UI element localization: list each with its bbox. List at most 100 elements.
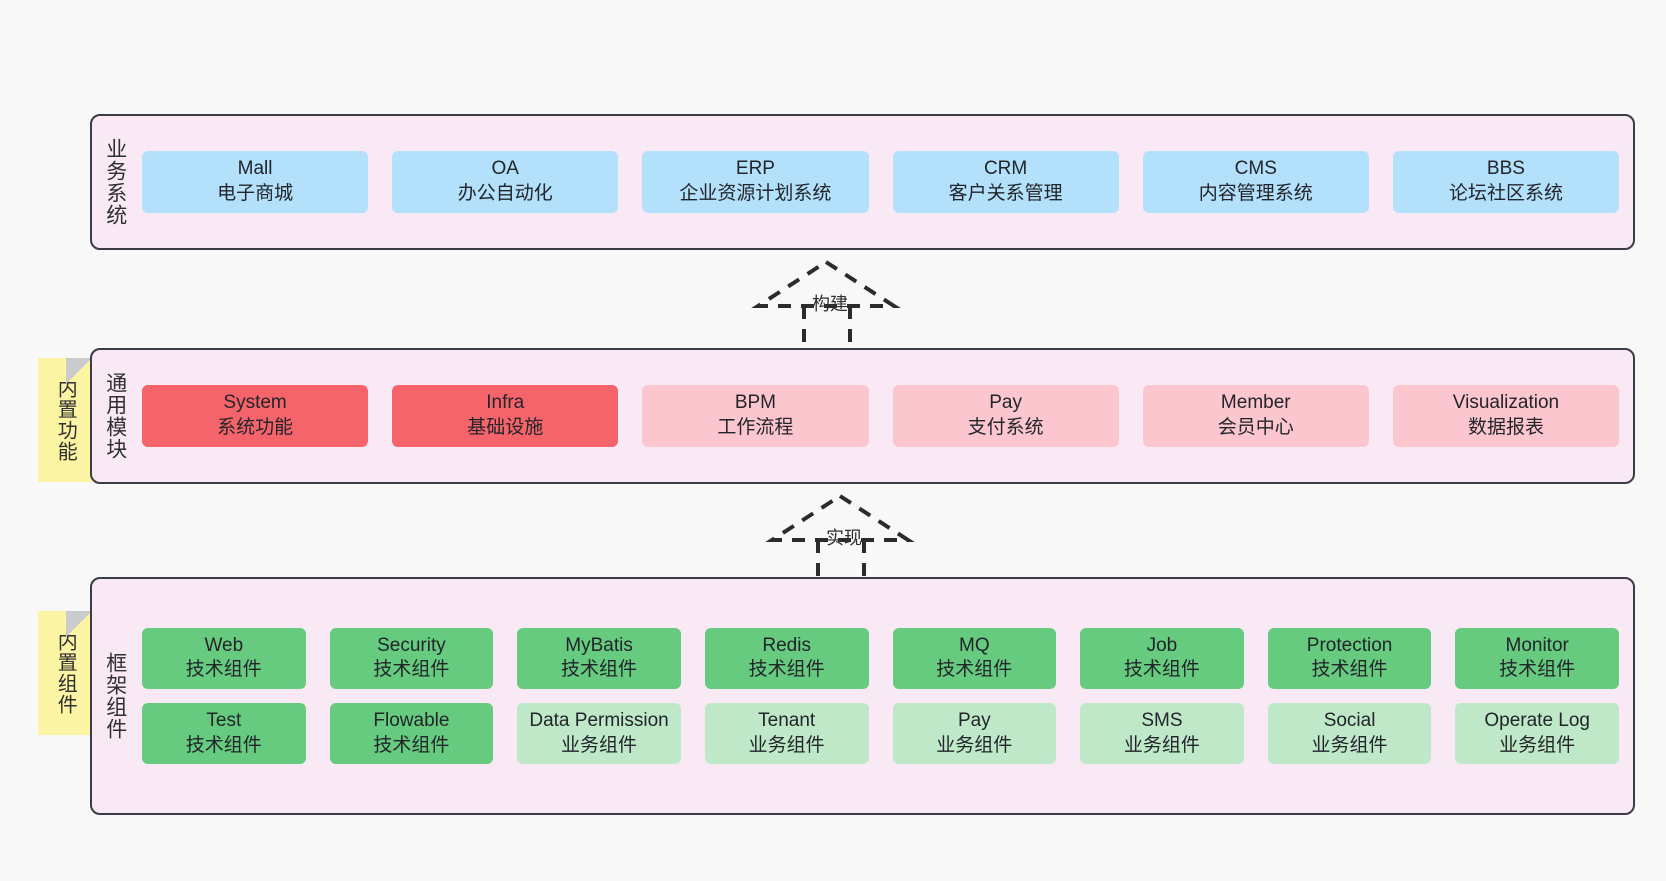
layer-body-modules: System 系统功能 Infra 基础设施 BPM 工作流程 Pay 支付系统…: [138, 350, 1633, 482]
connector-implement: 实现: [765, 492, 920, 582]
card-subtitle: 技术组件: [185, 734, 262, 756]
connector-build: 构建: [751, 258, 906, 348]
card-mall[interactable]: Mall 电子商城: [142, 151, 369, 213]
card-subtitle: 技术组件: [373, 734, 450, 756]
card-pay-module[interactable]: Pay 支付系统: [892, 385, 1119, 447]
card-subtitle: 支付系统: [967, 417, 1044, 438]
card-subtitle: 客户关系管理: [948, 183, 1063, 204]
card-subtitle: 业务组件: [1499, 734, 1576, 756]
card-infra[interactable]: Infra 基础设施: [392, 385, 619, 447]
card-subtitle: 电子商城: [217, 183, 294, 204]
arrow-shaft: [802, 306, 852, 348]
card-title: Tenant: [758, 710, 816, 731]
card-pay-component[interactable]: Pay 业务组件: [892, 703, 1057, 765]
card-crm[interactable]: CRM 客户关系管理: [892, 151, 1119, 213]
card-title: BBS: [1486, 158, 1525, 180]
note-label: 内置功能: [54, 378, 77, 462]
card-cms[interactable]: CMS 内容管理系统: [1142, 151, 1369, 213]
card-oa[interactable]: OA 办公自动化: [392, 151, 619, 213]
card-subtitle: 技术组件: [561, 659, 638, 681]
modules-row: System 系统功能 Infra 基础设施 BPM 工作流程 Pay 支付系统…: [142, 385, 1620, 447]
card-title: System: [223, 392, 287, 414]
card-subtitle: 业务组件: [1123, 734, 1200, 756]
framework-row-tech: Web 技术组件 Security 技术组件 MyBatis 技术组件 Redi…: [142, 627, 1619, 689]
card-member[interactable]: Member 会员中心: [1142, 385, 1369, 447]
card-mybatis[interactable]: MyBatis 技术组件: [517, 627, 681, 689]
layer-framework[interactable]: 框架组件 Web 技术组件 Security 技术组件 MyBatis 技术组件…: [90, 577, 1635, 815]
card-protection[interactable]: Protection 技术组件: [1267, 627, 1432, 689]
card-title: Web: [204, 634, 244, 656]
card-subtitle: 系统功能: [217, 417, 294, 438]
card-subtitle: 企业资源计划系统: [679, 183, 832, 204]
card-flowable[interactable]: Flowable 技术组件: [329, 703, 494, 765]
card-bbs[interactable]: BBS 论坛社区系统: [1392, 151, 1620, 213]
card-subtitle: 技术组件: [373, 659, 450, 681]
card-title: Member: [1220, 392, 1291, 414]
card-mq[interactable]: MQ 技术组件: [892, 627, 1057, 689]
card-title: MyBatis: [565, 634, 633, 656]
card-subtitle: 数据报表: [1467, 417, 1544, 438]
card-redis[interactable]: Redis 技术组件: [704, 627, 869, 689]
card-subtitle: 业务组件: [561, 734, 638, 756]
card-title: Operate Log: [1484, 710, 1590, 731]
card-title: CRM: [983, 158, 1028, 180]
card-title: Monitor: [1505, 634, 1569, 656]
card-title: Flowable: [373, 710, 450, 731]
card-subtitle: 技术组件: [185, 659, 262, 681]
card-title: OA: [491, 158, 519, 180]
card-title: Test: [206, 710, 242, 731]
card-subtitle: 业务组件: [936, 734, 1013, 756]
card-title: SMS: [1141, 710, 1183, 731]
card-monitor[interactable]: Monitor 技术组件: [1455, 627, 1619, 689]
framework-row-business: Test 技术组件 Flowable 技术组件 Data Permission …: [142, 703, 1619, 765]
layer-modules[interactable]: 通用模块 System 系统功能 Infra 基础设施 BPM 工作流程 Pay…: [90, 348, 1635, 484]
card-subtitle: 基础设施: [467, 417, 544, 438]
connector-build-label: 构建: [812, 294, 848, 314]
card-title: MQ: [959, 634, 990, 656]
card-subtitle: 工作流程: [717, 417, 794, 438]
arrow-head-triangle: [751, 259, 901, 308]
card-subtitle: 论坛社区系统: [1448, 183, 1563, 204]
card-social[interactable]: Social 业务组件: [1267, 703, 1432, 765]
card-subtitle: 技术组件: [936, 659, 1013, 681]
card-subtitle: 办公自动化: [457, 183, 553, 204]
card-system[interactable]: System 系统功能: [142, 385, 369, 447]
arrow-shaft: [816, 540, 866, 582]
card-title: Redis: [762, 634, 811, 656]
card-bpm[interactable]: BPM 工作流程: [642, 385, 869, 447]
card-subtitle: 技术组件: [1499, 659, 1576, 681]
card-title: Visualization: [1452, 392, 1560, 414]
card-data-permission[interactable]: Data Permission 业务组件: [517, 703, 681, 765]
card-erp[interactable]: ERP 企业资源计划系统: [642, 151, 869, 213]
card-operate-log[interactable]: Operate Log 业务组件: [1455, 703, 1619, 765]
card-title: Pay: [957, 710, 991, 731]
business-row: Mall 电子商城 OA 办公自动化 ERP 企业资源计划系统 CRM 客户关系…: [142, 151, 1620, 213]
note-fold-icon: [66, 611, 92, 637]
layer-business[interactable]: 业务系统 Mall 电子商城 OA 办公自动化 ERP 企业资源计划系统 CRM…: [90, 114, 1635, 250]
card-subtitle: 会员中心: [1217, 417, 1294, 438]
card-web[interactable]: Web 技术组件: [142, 627, 306, 689]
card-title: Mall: [237, 158, 273, 180]
card-subtitle: 业务组件: [748, 734, 825, 756]
note-fold-icon: [66, 358, 92, 384]
card-subtitle: 内容管理系统: [1198, 183, 1313, 204]
card-subtitle: 技术组件: [748, 659, 825, 681]
card-sms[interactable]: SMS 业务组件: [1080, 703, 1244, 765]
card-title: ERP: [735, 158, 775, 180]
connector-implement-label: 实现: [826, 528, 862, 548]
arrow-head-triangle: [765, 493, 915, 542]
card-title: Security: [377, 634, 446, 656]
card-title: Social: [1323, 710, 1376, 731]
card-title: BPM: [734, 392, 777, 414]
layer-body-business: Mall 电子商城 OA 办公自动化 ERP 企业资源计划系统 CRM 客户关系…: [138, 116, 1633, 248]
card-title: Protection: [1306, 634, 1393, 656]
card-test[interactable]: Test 技术组件: [142, 703, 306, 765]
layer-title-framework: 框架组件: [103, 652, 127, 740]
note-builtin-features: 内置功能: [38, 358, 92, 482]
card-job[interactable]: Job 技术组件: [1080, 627, 1244, 689]
card-title: Infra: [486, 392, 525, 414]
card-security[interactable]: Security 技术组件: [329, 627, 494, 689]
card-title: Job: [1146, 634, 1178, 656]
card-visualization[interactable]: Visualization 数据报表: [1392, 385, 1620, 447]
card-tenant[interactable]: Tenant 业务组件: [704, 703, 869, 765]
